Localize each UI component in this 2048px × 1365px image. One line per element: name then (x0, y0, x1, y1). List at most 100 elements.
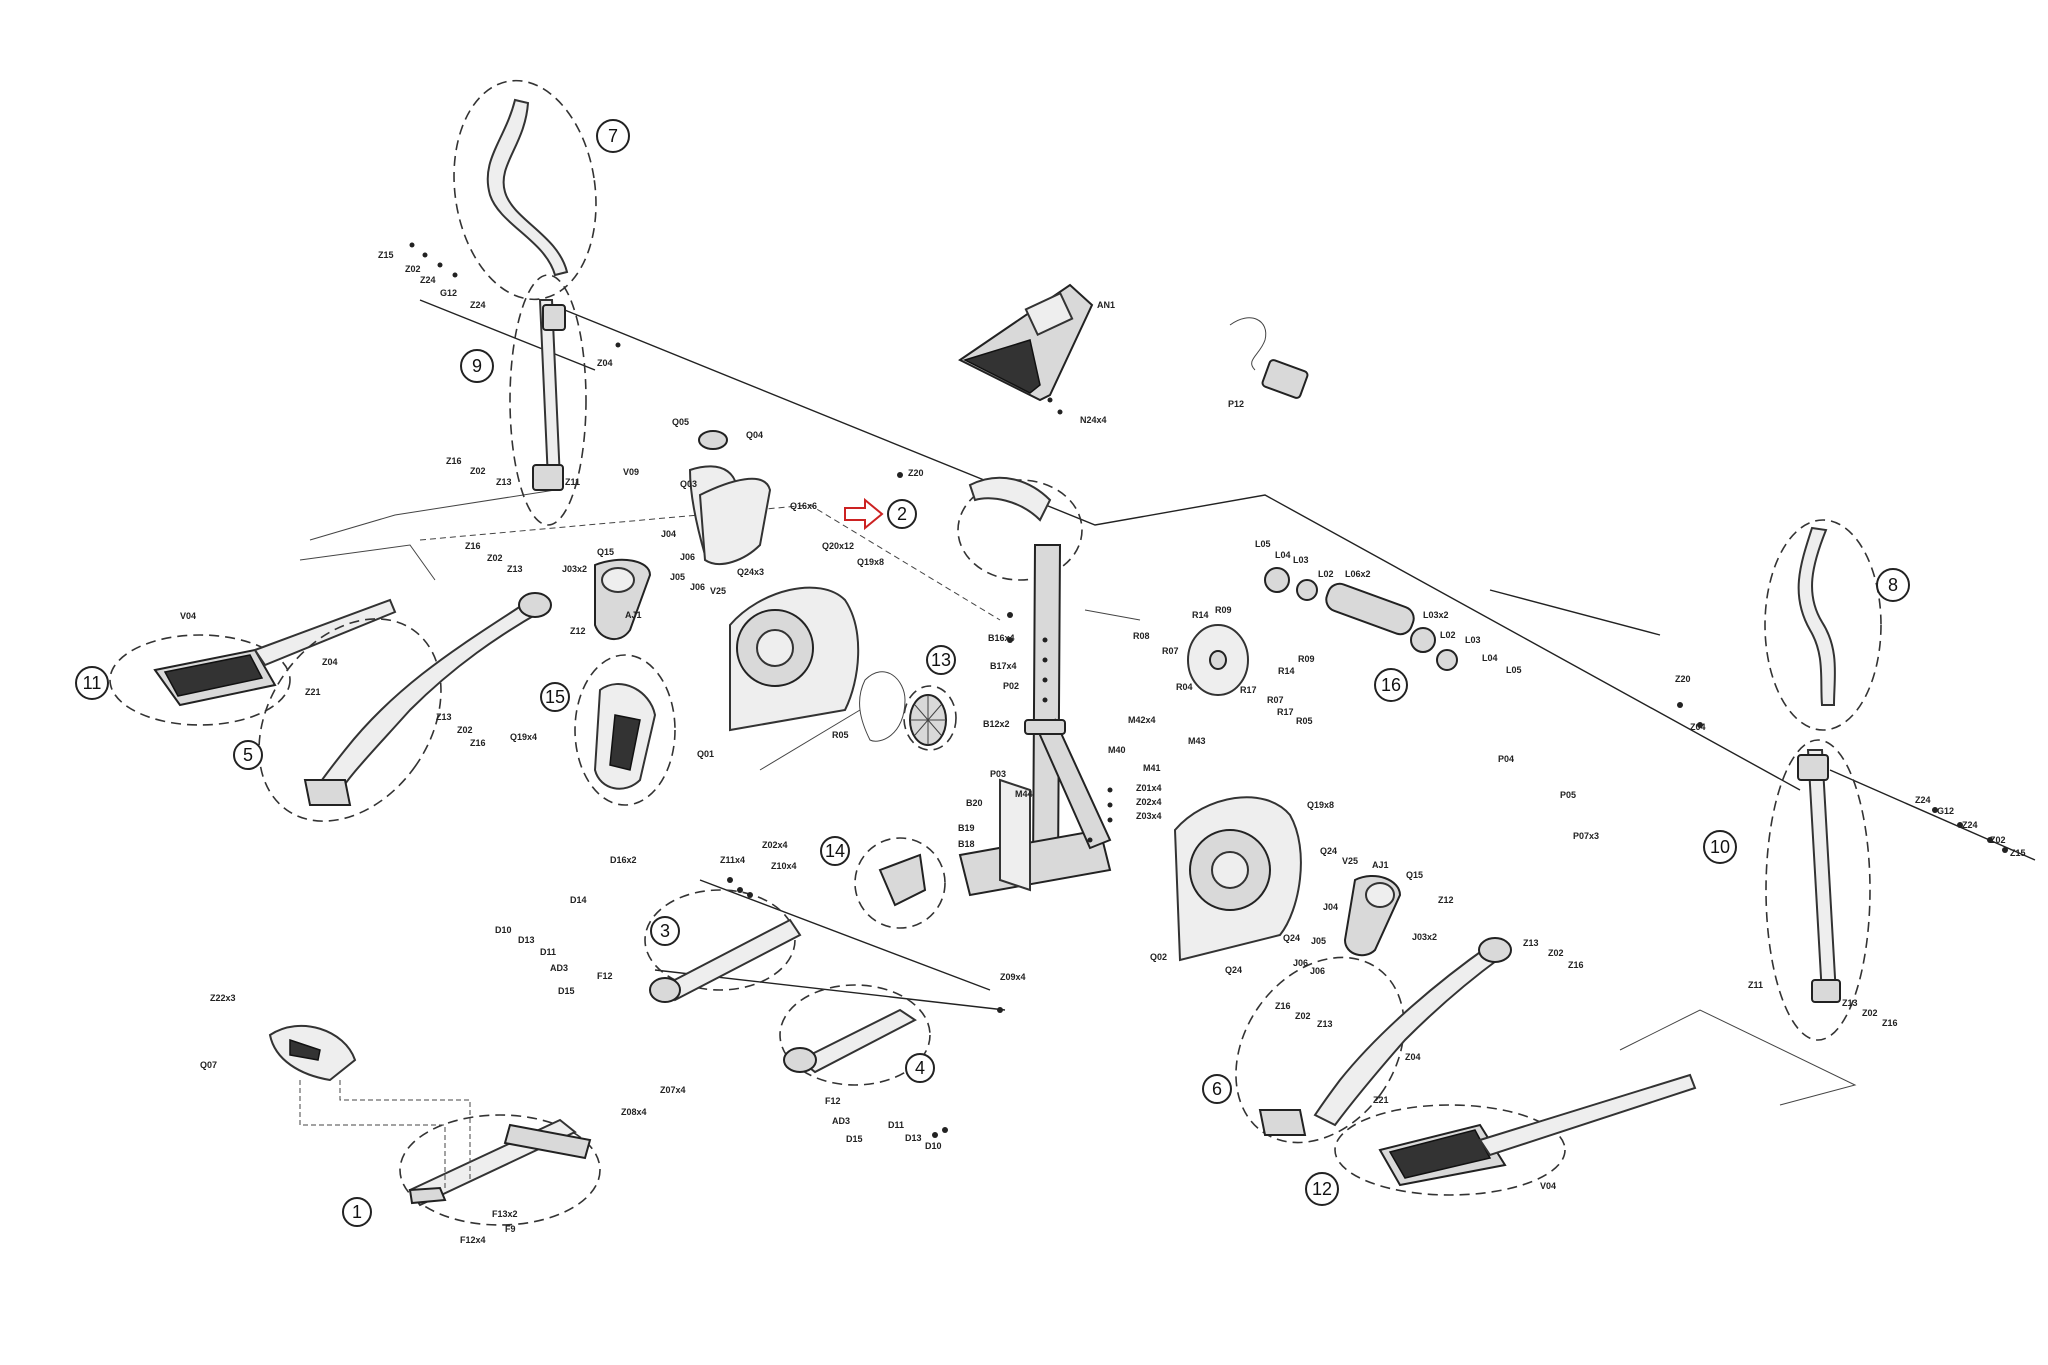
label-q16x6: Q16x6 (790, 501, 817, 511)
label-v04-right: V04 (1540, 1181, 1556, 1191)
label-v04-left: V04 (180, 611, 196, 621)
callout-12: 12 (1305, 1172, 1339, 1206)
label-z02c-right: Z02 (1862, 1008, 1878, 1018)
label-q01: Q01 (697, 749, 714, 759)
label-q02: Q02 (1150, 952, 1167, 962)
label-z13b-left: Z13 (507, 564, 523, 574)
label-b18: B18 (958, 839, 975, 849)
label-z21-left: Z21 (305, 687, 321, 697)
handle-q07 (268, 1025, 357, 1082)
label-p04: P04 (1498, 754, 1514, 764)
label-v09: V09 (623, 467, 639, 477)
red-arrow-icon (844, 497, 884, 531)
label-r05-left: R05 (832, 730, 849, 740)
label-z10x4: Z10x4 (771, 861, 797, 871)
label-z02x4: Z02x4 (1136, 797, 1162, 807)
label-z04b-left: Z04 (322, 657, 338, 667)
label-l05-a: L05 (1255, 539, 1271, 549)
label-z22x3: Z22x3 (210, 993, 236, 1003)
label-z04-right: Z04 (1690, 722, 1706, 732)
label-q19x8-right: Q19x8 (1307, 800, 1334, 810)
label-q19x4: Q19x4 (510, 732, 537, 742)
roller-axle (1264, 567, 1458, 671)
svg-text:1: 1 (352, 1202, 362, 1222)
label-z08x4: Z08x4 (621, 1107, 647, 1117)
label-z02b-right: Z02 (1548, 948, 1564, 958)
label-j03x2-left: J03x2 (562, 564, 587, 574)
left-upper-handlebar (453, 79, 597, 526)
magnetic-flywheel (1187, 624, 1249, 696)
callout-3: 3 (650, 916, 680, 946)
label-z16b-left: Z16 (465, 541, 481, 551)
label-j06-left: J06 (680, 552, 695, 562)
label-d13-b: D13 (905, 1133, 922, 1143)
label-j06-right: J06 (1293, 958, 1308, 968)
label-z13b-right: Z13 (1842, 998, 1858, 1008)
label-q24x3: Q24x3 (737, 567, 764, 577)
label-z02d-right: Z02 (1295, 1011, 1311, 1021)
callout-13: 13 (926, 645, 956, 675)
callout-2: 2 (887, 499, 917, 529)
bracket-14 (854, 837, 946, 929)
label-g12-right: G12 (1937, 806, 1954, 816)
label-d11-b: D11 (888, 1120, 904, 1130)
label-r14-a: R14 (1192, 610, 1209, 620)
label-b19: B19 (958, 823, 975, 833)
label-z12-right: Z12 (1438, 895, 1454, 905)
callout-5: 5 (233, 740, 263, 770)
label-z21-right: Z21 (1373, 1095, 1389, 1105)
label-l02-b: L02 (1440, 630, 1456, 640)
label-v25-left: V25 (710, 586, 726, 596)
label-z09x4: Z09x4 (1000, 972, 1026, 982)
label-z24b-left: Z24 (470, 300, 486, 310)
label-q05: Q05 (672, 417, 689, 427)
right-pedal (1334, 1073, 1697, 1196)
fasteners (409, 242, 2008, 1138)
label-l02-a: L02 (1318, 569, 1334, 579)
label-z12-left: Z12 (570, 626, 586, 636)
drive-pulley (859, 671, 957, 751)
label-r14-b: R14 (1278, 666, 1295, 676)
label-z02d-left: Z02 (457, 725, 473, 735)
label-r04: R04 (1176, 682, 1193, 692)
assembly-centerlines (299, 299, 2036, 1106)
right-crank-arm (1343, 875, 1402, 957)
label-z07x4: Z07x4 (660, 1085, 686, 1095)
label-j06b-right: J06 (1310, 966, 1325, 976)
svg-text:15: 15 (545, 687, 565, 707)
label-q03: Q03 (680, 479, 697, 489)
label-z16c-left: Z16 (470, 738, 486, 748)
svg-text:12: 12 (1312, 1179, 1332, 1199)
label-z11-right: Z11 (1748, 980, 1763, 990)
label-z24b-right: Z24 (1962, 820, 1978, 830)
console (958, 283, 1094, 402)
label-r08: R08 (1133, 631, 1150, 641)
label-r17-a: R17 (1240, 685, 1257, 695)
callout-8: 8 (1876, 568, 1910, 602)
label-p02: P02 (1003, 681, 1019, 691)
label-q04: Q04 (746, 430, 763, 440)
label-q07: Q07 (200, 1060, 217, 1070)
label-r07-a: R07 (1162, 646, 1179, 656)
label-z03x4: Z03x4 (1136, 811, 1162, 821)
label-z02-left: Z02 (405, 264, 421, 274)
label-f12-a: F12 (597, 971, 613, 981)
label-q24-right: Q24 (1320, 846, 1337, 856)
left-flywheel-cover (688, 430, 860, 732)
label-z20-right: Z20 (1675, 674, 1691, 684)
label-l04-a: L04 (1275, 550, 1291, 560)
label-z13-left: Z13 (496, 477, 512, 487)
callout-9: 9 (460, 349, 494, 383)
label-m41: M41 (1143, 763, 1161, 773)
label-p03: P03 (990, 769, 1006, 779)
label-v25-right: V25 (1342, 856, 1358, 866)
rear-stabilizer (644, 889, 802, 1003)
label-j03x2-right: J03x2 (1412, 932, 1437, 942)
label-d15-a: D15 (558, 986, 575, 996)
callout-15: 15 (540, 682, 570, 712)
label-d13-a: D13 (518, 935, 535, 945)
part-labels: AN1 N24x4 P12 Z15 Z02 Z24 G12 Z24 Z04 Z1… (180, 250, 2026, 1245)
label-p12: P12 (1228, 399, 1244, 409)
label-z24-left: Z24 (420, 275, 436, 285)
